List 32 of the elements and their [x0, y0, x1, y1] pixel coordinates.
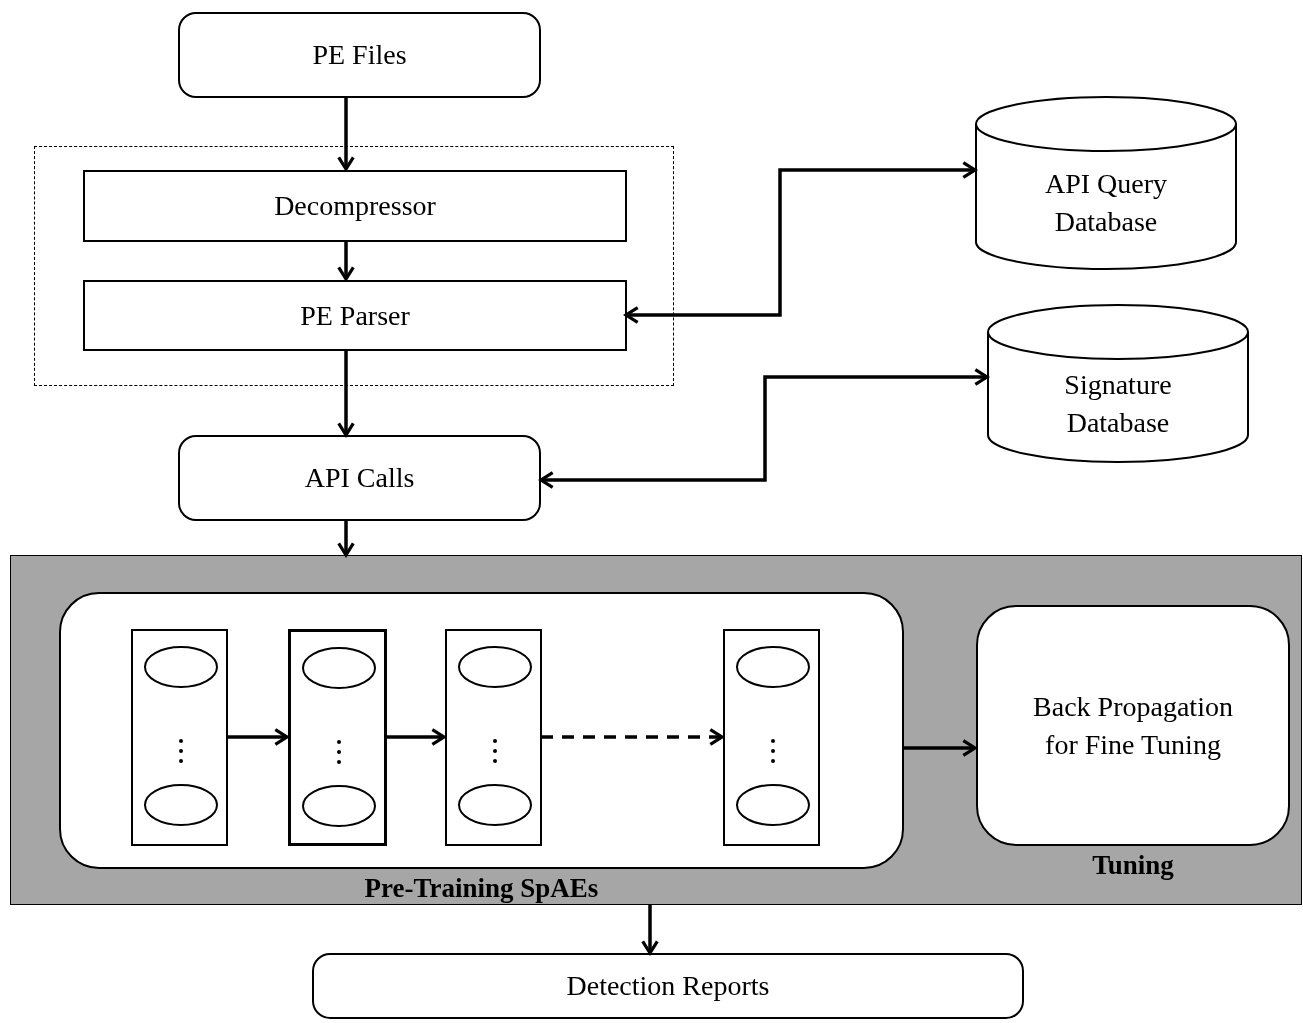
neuron-layer [445, 629, 542, 846]
node-label: Back Propagation for Fine Tuning [1032, 689, 1234, 762]
node-label: Signature Database [1063, 367, 1173, 440]
process-box [178, 12, 541, 98]
process-box [83, 280, 627, 351]
arrow [337, 241, 355, 281]
arrow [539, 368, 989, 489]
arrow [624, 161, 977, 324]
process-box [178, 435, 541, 521]
arrow [337, 521, 355, 557]
process-box [312, 953, 1024, 1019]
arrow [337, 98, 355, 171]
section-heading: Tuning [1091, 849, 1175, 881]
node-label: API Query Database [1043, 167, 1169, 239]
process-box [83, 170, 627, 242]
node-label: Decompressor [274, 189, 436, 223]
arrow [227, 728, 289, 746]
arrow [337, 350, 355, 437]
section-band [10, 555, 1302, 905]
node-label: API Calls [304, 461, 415, 495]
node-label: PE Files [312, 38, 407, 72]
arrow [641, 905, 659, 955]
neuron-layer [723, 629, 820, 846]
arrow [903, 739, 977, 757]
section-heading: Pre-Training SpAEs [363, 872, 600, 904]
node-label: PE Parser [300, 298, 410, 333]
neuron-layer [131, 629, 228, 846]
dashed-group-box [34, 146, 674, 386]
arrow [386, 728, 446, 746]
node-label: Detection Reports [566, 969, 770, 1003]
neuron-layer [288, 629, 387, 846]
arrow [541, 728, 724, 746]
